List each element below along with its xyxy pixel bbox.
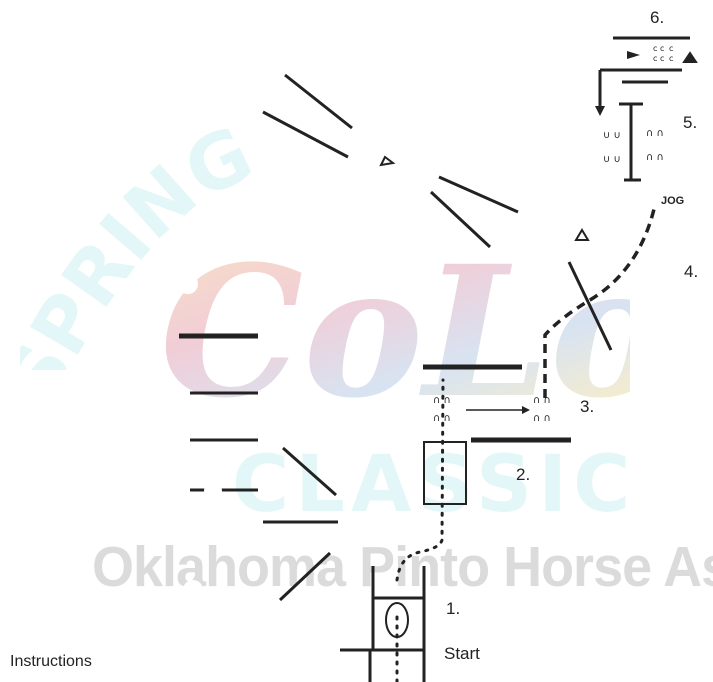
cone-pairs: ∩ ∩ ∩ ∩ ∩ ∩ ∩ ∩ ∪ ∪ ∪ ∪ ∩ ∩ ∩ ∩ c c c c … [433, 44, 673, 424]
svg-text:∩ ∩: ∩ ∩ [646, 152, 664, 163]
step-6-label: 6. [650, 8, 665, 27]
down-arrow-icon [595, 106, 605, 116]
mask-spots [178, 274, 226, 600]
start-box [340, 566, 426, 682]
svg-text:∩ ∩: ∩ ∩ [533, 395, 551, 406]
classic-watermark: CLASSIC [232, 440, 637, 530]
cones [379, 51, 698, 241]
svg-text:∩ ∩: ∩ ∩ [433, 413, 451, 424]
poles-thin [190, 73, 613, 602]
svg-text:∪ ∪: ∪ ∪ [603, 154, 621, 165]
svg-text:c c: c c [653, 44, 664, 53]
step-5-label: 5. [683, 113, 698, 132]
svg-text:∩ ∩: ∩ ∩ [433, 395, 451, 406]
step-2-label: 2. [516, 465, 531, 484]
start-label: Start [444, 644, 480, 663]
svg-text:∩ ∩: ∩ ∩ [646, 128, 664, 139]
instructions-heading: Instructions [10, 653, 92, 670]
walk-path [395, 378, 445, 682]
step-4-label: 4. [684, 262, 699, 281]
right-arrow-icon [627, 51, 640, 59]
box-2 [423, 441, 467, 505]
svg-text:c c: c c [653, 54, 664, 63]
svg-text:c: c [669, 54, 673, 63]
jog-path [543, 204, 657, 398]
svg-text:∩ ∩: ∩ ∩ [533, 413, 551, 424]
poles [179, 333, 571, 443]
step-1-label: 1. [446, 599, 461, 618]
step-3-label: 3. [580, 397, 595, 416]
top-right-structure [598, 36, 690, 182]
svg-text:∪ ∪: ∪ ∪ [603, 130, 621, 141]
jog-label: JOG [661, 195, 685, 207]
svg-text:c: c [669, 44, 673, 53]
